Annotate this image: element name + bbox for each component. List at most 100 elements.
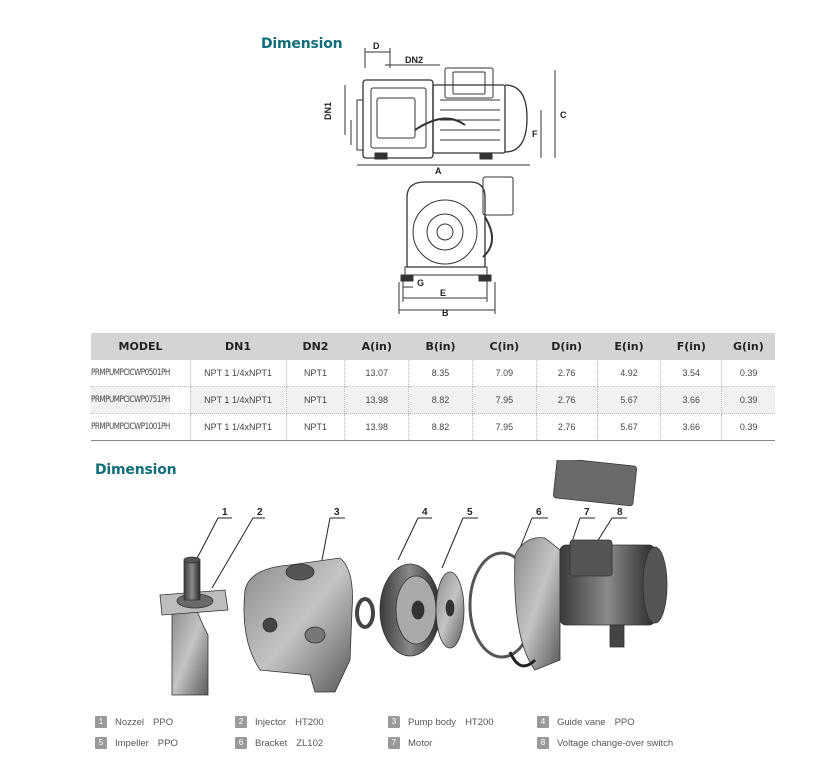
table-header-row: MODEL DN1 DN2 A(in) B(in) C(in) D(in) E(… [91, 333, 775, 360]
section-title-top: Dimension [261, 36, 343, 52]
cell-a: 13.98 [344, 413, 410, 441]
callout-7: 7 [584, 507, 590, 518]
cell-b: 8.82 [408, 386, 473, 414]
callout-3: 3 [334, 507, 340, 518]
cell-dn1: NPT 1 1/4xNPT1 [190, 413, 287, 441]
cell-f: 3.66 [660, 413, 723, 441]
legend-material: HT200 [465, 716, 494, 728]
cell-d: 2.76 [536, 360, 598, 387]
cell-model: PRMPUMPCICWP0751PH [91, 386, 171, 414]
legend-material: HT200 [295, 716, 324, 728]
legend-name: Guide vane [557, 716, 606, 728]
header-dn2: DN2 [286, 333, 345, 360]
cell-dn2: NPT1 [286, 386, 346, 414]
legend-item: 2 Injector HT200 [235, 716, 324, 728]
cell-a: 13.98 [344, 386, 410, 414]
legend-item: 1 Nozzel PPO [95, 716, 173, 728]
cell-c: 7.95 [472, 413, 537, 441]
legend-number-badge: 1 [95, 716, 107, 728]
label-G: G [417, 278, 424, 288]
header-f: F(in) [660, 333, 722, 360]
cell-a: 13.07 [344, 360, 410, 387]
cell-c: 7.95 [472, 386, 537, 414]
legend-item: 7 Motor [388, 737, 432, 749]
cell-g: 0.39 [721, 386, 775, 414]
table-row: PRMPUMPCICWP0501PH NPT 1 1/4xNPT1 NPT1 1… [91, 360, 775, 387]
legend-material: PPO [614, 716, 635, 728]
cell-b: 8.35 [408, 360, 473, 387]
callout-8: 8 [617, 507, 623, 518]
legend-material: PPO [153, 716, 174, 728]
label-F: F [532, 129, 538, 139]
cell-d: 2.76 [536, 413, 598, 441]
legend-item: 8 Voltage change-over switch [537, 737, 673, 749]
header-d: D(in) [536, 333, 598, 360]
legend-number-badge: 7 [388, 737, 400, 749]
nozzel-injector-part [159, 556, 229, 696]
cell-model: PRMPUMPCICWP1001PH [91, 413, 171, 441]
legend-number-badge: 8 [537, 737, 549, 749]
cell-model: PRMPUMPCICWP0501PH [91, 360, 171, 387]
impeller-part [435, 571, 465, 649]
table-row: PRMPUMPCICWP0751PH NPT 1 1/4xNPT1 NPT1 1… [91, 386, 775, 414]
header-dn1: DN1 [190, 333, 287, 360]
legend-number-badge: 2 [235, 716, 247, 728]
cell-b: 8.82 [408, 413, 473, 441]
cell-f: 3.66 [660, 386, 723, 414]
legend-item: 5 Impeller PPO [95, 737, 178, 749]
pump-body-part [243, 557, 353, 693]
cell-e: 5.67 [597, 386, 662, 414]
exploded-view-illustration: 1 2 3 4 5 6 7 8 [159, 460, 668, 696]
legend-number-badge: 3 [388, 716, 400, 728]
legend-name: Voltage change-over switch [557, 737, 674, 749]
cell-c: 7.09 [472, 360, 537, 387]
table-row: PRMPUMPCICWP1001PH NPT 1 1/4xNPT1 NPT1 1… [91, 413, 775, 441]
spec-table: MODEL DN1 DN2 A(in) B(in) C(in) D(in) E(… [91, 333, 775, 441]
legend-material: PPO [157, 737, 178, 749]
label-B: B [442, 308, 449, 317]
label-A: A [435, 166, 442, 175]
legend-name: Injector [255, 716, 287, 728]
callout-2: 2 [257, 507, 263, 518]
legend-material: ZL102 [296, 737, 324, 749]
legend-item: 3 Pump body HT200 [388, 716, 494, 728]
cell-e: 5.67 [597, 413, 662, 441]
motor-bracket-part [508, 460, 668, 671]
section-title-bottom: Dimension [95, 462, 177, 478]
cell-g: 0.39 [721, 413, 775, 441]
header-c: C(in) [472, 333, 537, 360]
header-a: A(in) [344, 333, 409, 360]
callout-1: 1 [222, 507, 228, 518]
legend-item: 6 Bracket ZL102 [235, 737, 323, 749]
cell-g: 0.39 [721, 360, 775, 387]
cell-dn1: NPT 1 1/4xNPT1 [190, 360, 287, 387]
legend-name: Bracket [255, 737, 288, 749]
legend-name: Motor [408, 737, 433, 749]
guide-vane-part [379, 563, 441, 657]
cell-dn1: NPT 1 1/4xNPT1 [190, 386, 287, 414]
cell-f: 3.54 [660, 360, 723, 387]
header-model: MODEL [91, 333, 191, 360]
header-b: B(in) [408, 333, 473, 360]
legend-name: Impeller [115, 737, 149, 749]
callout-6: 6 [536, 507, 542, 518]
cell-e: 4.92 [597, 360, 662, 387]
callout-4: 4 [422, 507, 428, 518]
callout-5: 5 [467, 507, 473, 518]
label-E: E [440, 288, 446, 298]
legend-name: Pump body [408, 716, 457, 728]
label-D: D [373, 41, 380, 51]
cell-d: 2.76 [536, 386, 598, 414]
legend-name: Nozzel [115, 716, 145, 728]
legend-number-badge: 5 [95, 737, 107, 749]
header-e: E(in) [597, 333, 661, 360]
legend-item: 4 Guide vane PPO [537, 716, 635, 728]
cell-dn2: NPT1 [286, 360, 346, 387]
pump-side-view-drawing: D DN2 DN1 C F A [323, 41, 567, 175]
seal-ring-part [355, 597, 375, 629]
cell-dn2: NPT1 [286, 413, 346, 441]
legend-number-badge: 4 [537, 716, 549, 728]
label-C: C [560, 110, 567, 120]
pump-front-view-drawing: G E B [398, 176, 514, 317]
label-DN1: DN1 [323, 102, 333, 120]
